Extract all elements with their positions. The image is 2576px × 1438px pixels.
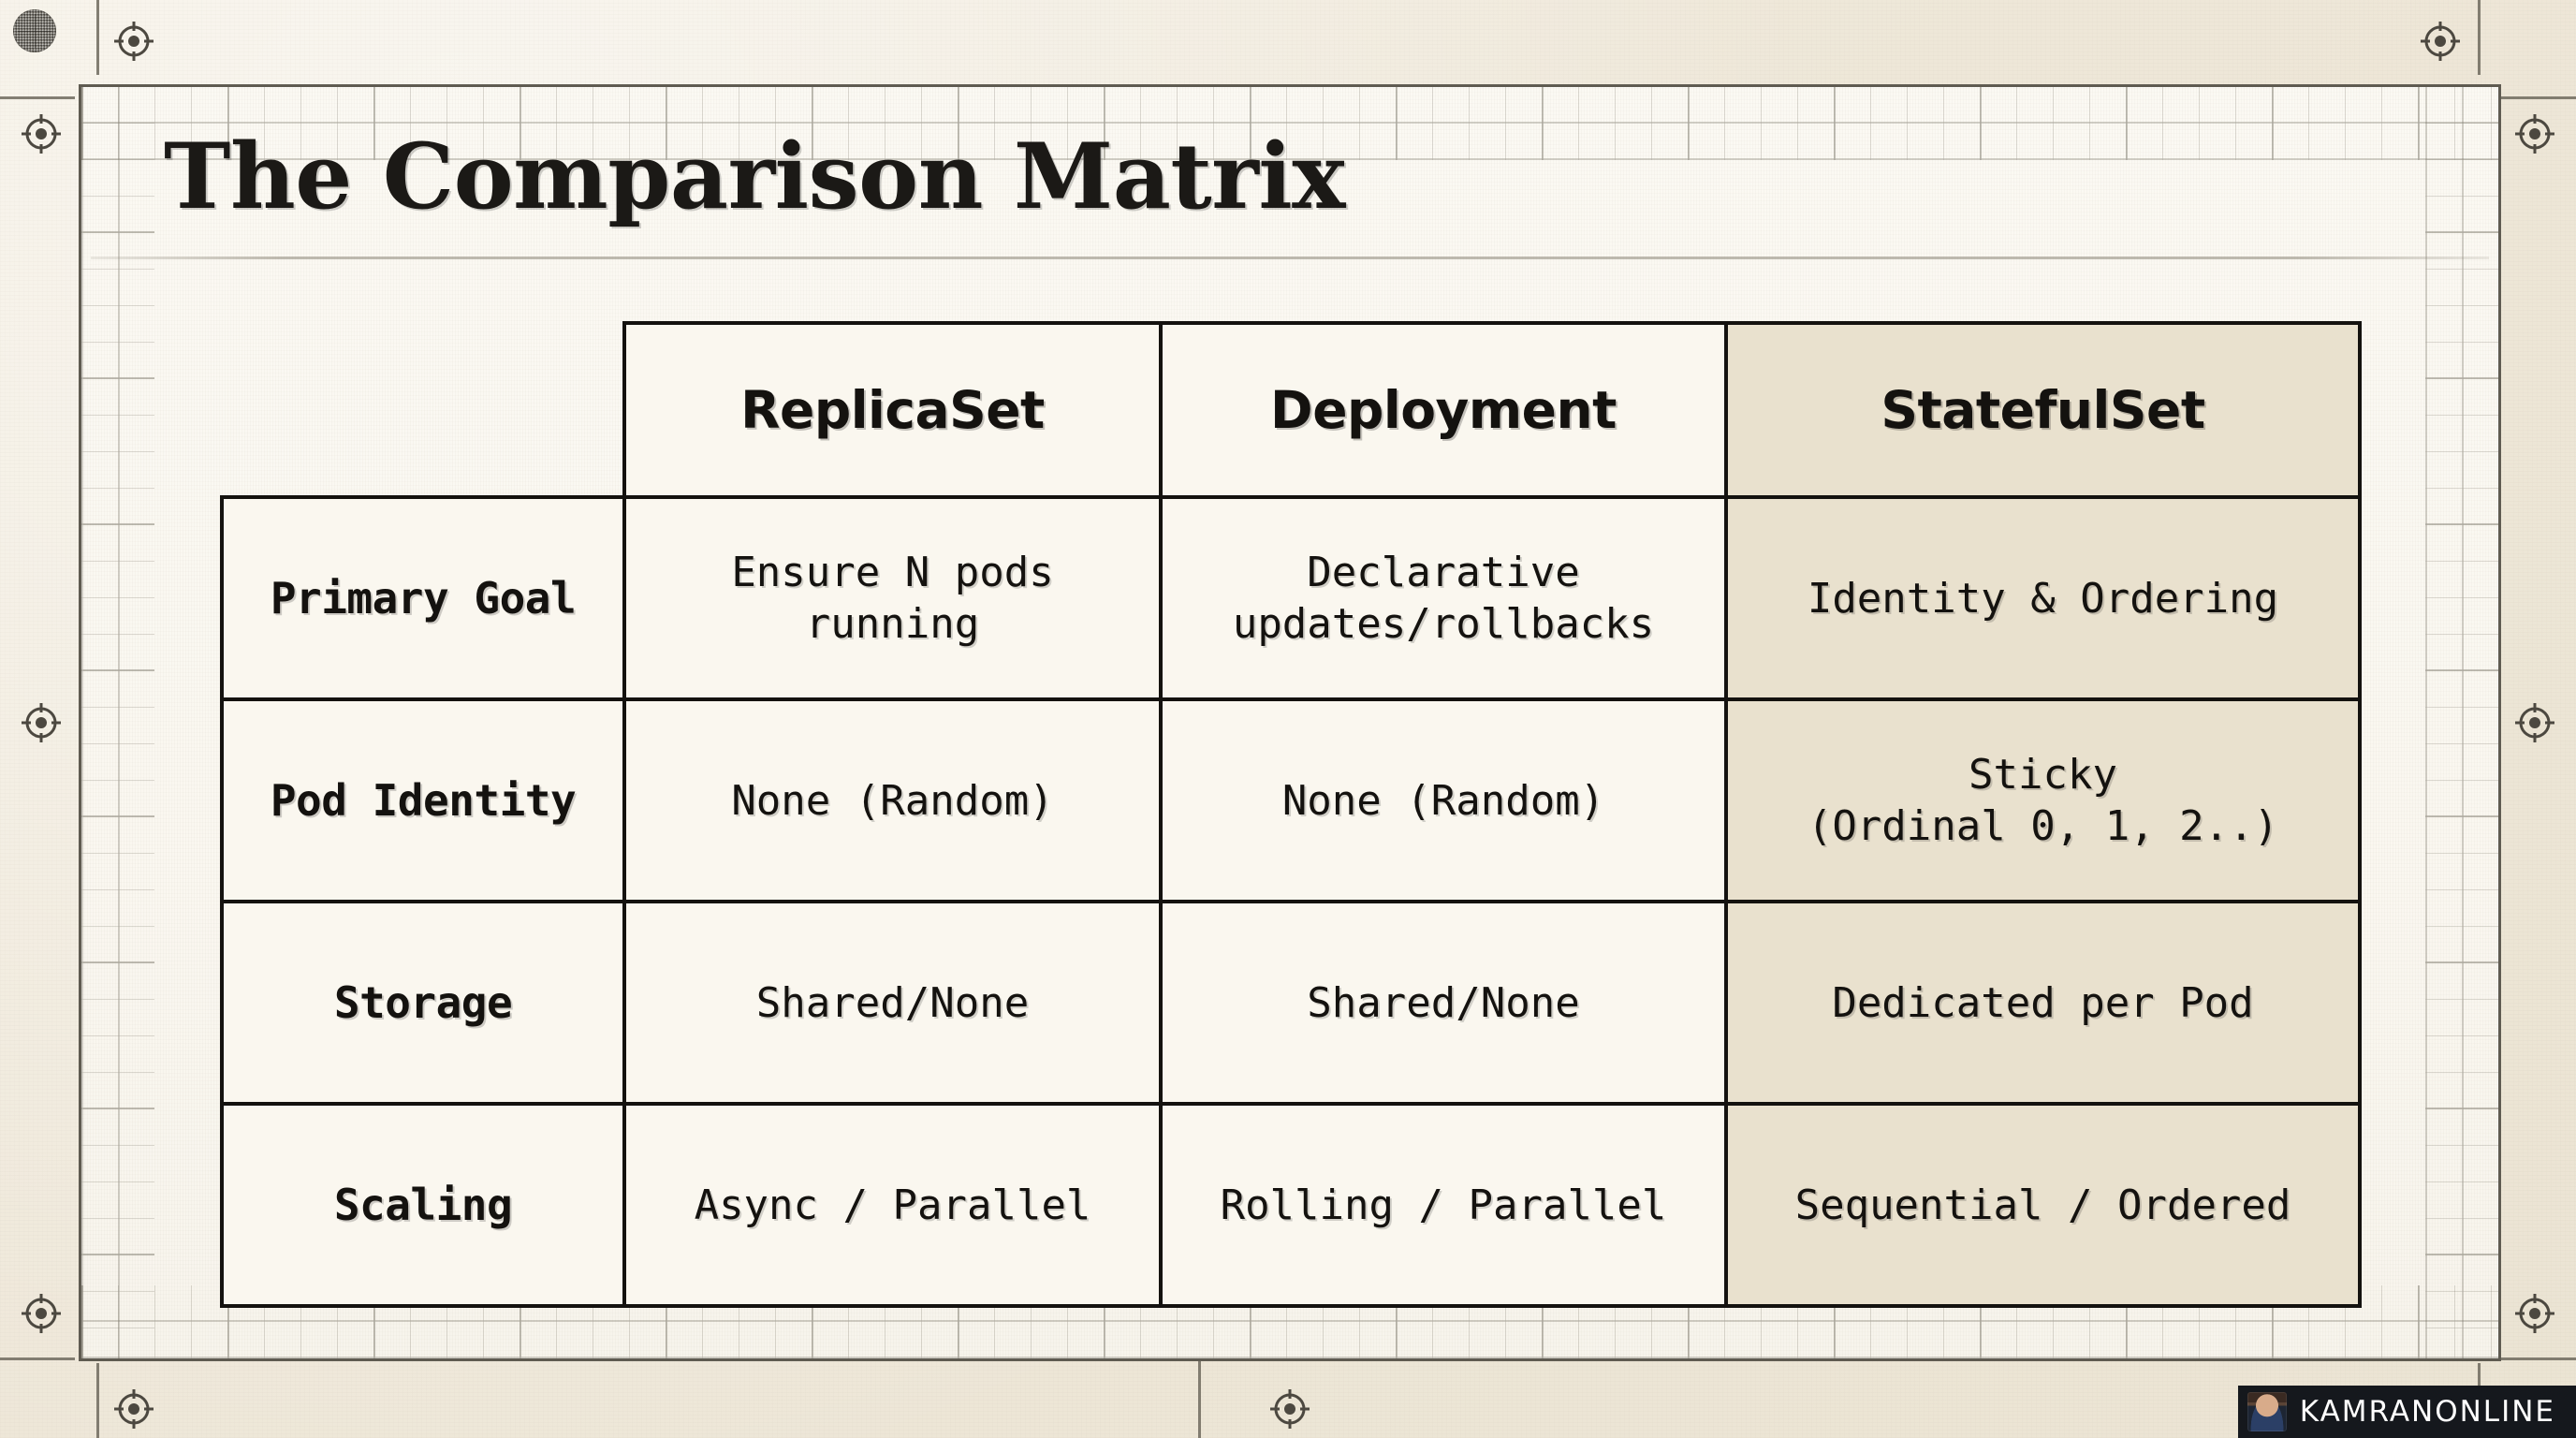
table-body: Primary Goal Ensure N pods running Decla…: [220, 495, 2362, 1308]
registration-target-icon: [2513, 112, 2556, 155]
registration-target-icon: [20, 701, 63, 744]
cell-storage-deployment: Shared/None: [1159, 900, 1728, 1106]
table-header-row: ReplicaSet Deployment StatefulSet: [222, 321, 2362, 499]
crop-mark-left-bottom-horizontal: [0, 1357, 75, 1360]
registration-target-icon: [2419, 20, 2462, 63]
cell-primary-goal-statefulset: Identity & Ordering: [1724, 495, 2362, 701]
cell-primary-goal-deployment: Declarative updates/rollbacks: [1159, 495, 1728, 701]
grid-ruler-right: [2425, 87, 2498, 1358]
crop-mark-right-bottom-horizontal: [2501, 1357, 2576, 1360]
cell-pod-identity-deployment: None (Random): [1159, 697, 1728, 903]
table-header: ReplicaSet Deployment StatefulSet: [222, 321, 2362, 499]
watermark-badge: KAMRANONLINE: [2237, 1386, 2576, 1438]
table-row: Primary Goal Ensure N pods running Decla…: [220, 495, 2362, 701]
grid-ruler-left: [81, 87, 154, 1358]
cell-primary-goal-replicaset: Ensure N pods running: [622, 495, 1163, 701]
table-corner-cell: [222, 323, 624, 497]
avatar: [2247, 1392, 2287, 1431]
title-divider: [91, 257, 2489, 259]
registration-target-icon: [20, 1292, 63, 1335]
table-row: Pod Identity None (Random) None (Random)…: [220, 697, 2362, 903]
cell-storage-replicaset: Shared/None: [622, 900, 1163, 1106]
crop-mark-bottom-center-vertical: [1198, 1361, 1201, 1438]
cell-pod-identity-replicaset: None (Random): [622, 697, 1163, 903]
crop-mark-right-top-horizontal: [2501, 96, 2576, 99]
crop-mark-top-right-vertical: [2478, 0, 2481, 75]
column-header-deployment: Deployment: [1159, 321, 1728, 499]
registration-target-icon: [2513, 701, 2556, 744]
cell-storage-statefulset: Dedicated per Pod: [1724, 900, 2362, 1106]
row-label-storage: Storage: [220, 900, 626, 1106]
table-row: Scaling Async / Parallel Rolling / Paral…: [220, 1102, 2362, 1308]
cell-pod-identity-statefulset: Sticky(Ordinal 0, 1, 2..): [1724, 697, 2362, 903]
table-row: Storage Shared/None Shared/None Dedicate…: [220, 900, 2362, 1106]
registration-target-icon: [112, 20, 155, 63]
crop-mark-top-left-vertical: [96, 0, 99, 75]
crop-mark-left-top-horizontal: [0, 96, 75, 99]
comparison-matrix-table: ReplicaSet Deployment StatefulSet Primar…: [220, 321, 2362, 1308]
slide-card: The Comparison Matrix ReplicaSet Deploym…: [79, 84, 2501, 1361]
column-header-replicaset: ReplicaSet: [622, 321, 1163, 499]
registration-target-icon: [1268, 1387, 1311, 1431]
watermark-label: KAMRANONLINE: [2299, 1395, 2555, 1429]
row-label-pod-identity: Pod Identity: [220, 697, 626, 903]
halftone-dot-circle-icon: [13, 9, 56, 52]
registration-target-icon: [112, 1387, 155, 1431]
cell-scaling-deployment: Rolling / Parallel: [1159, 1102, 1728, 1308]
crop-mark-bottom-left-vertical: [96, 1363, 99, 1438]
registration-target-icon: [20, 112, 63, 155]
row-label-scaling: Scaling: [220, 1102, 626, 1308]
cell-scaling-statefulset: Sequential / Ordered: [1724, 1102, 2362, 1308]
cell-scaling-replicaset: Async / Parallel: [622, 1102, 1163, 1308]
column-header-statefulset: StatefulSet: [1724, 321, 2362, 499]
registration-target-icon: [2513, 1292, 2556, 1335]
row-label-primary-goal: Primary Goal: [220, 495, 626, 701]
page-title: The Comparison Matrix: [164, 124, 1346, 229]
